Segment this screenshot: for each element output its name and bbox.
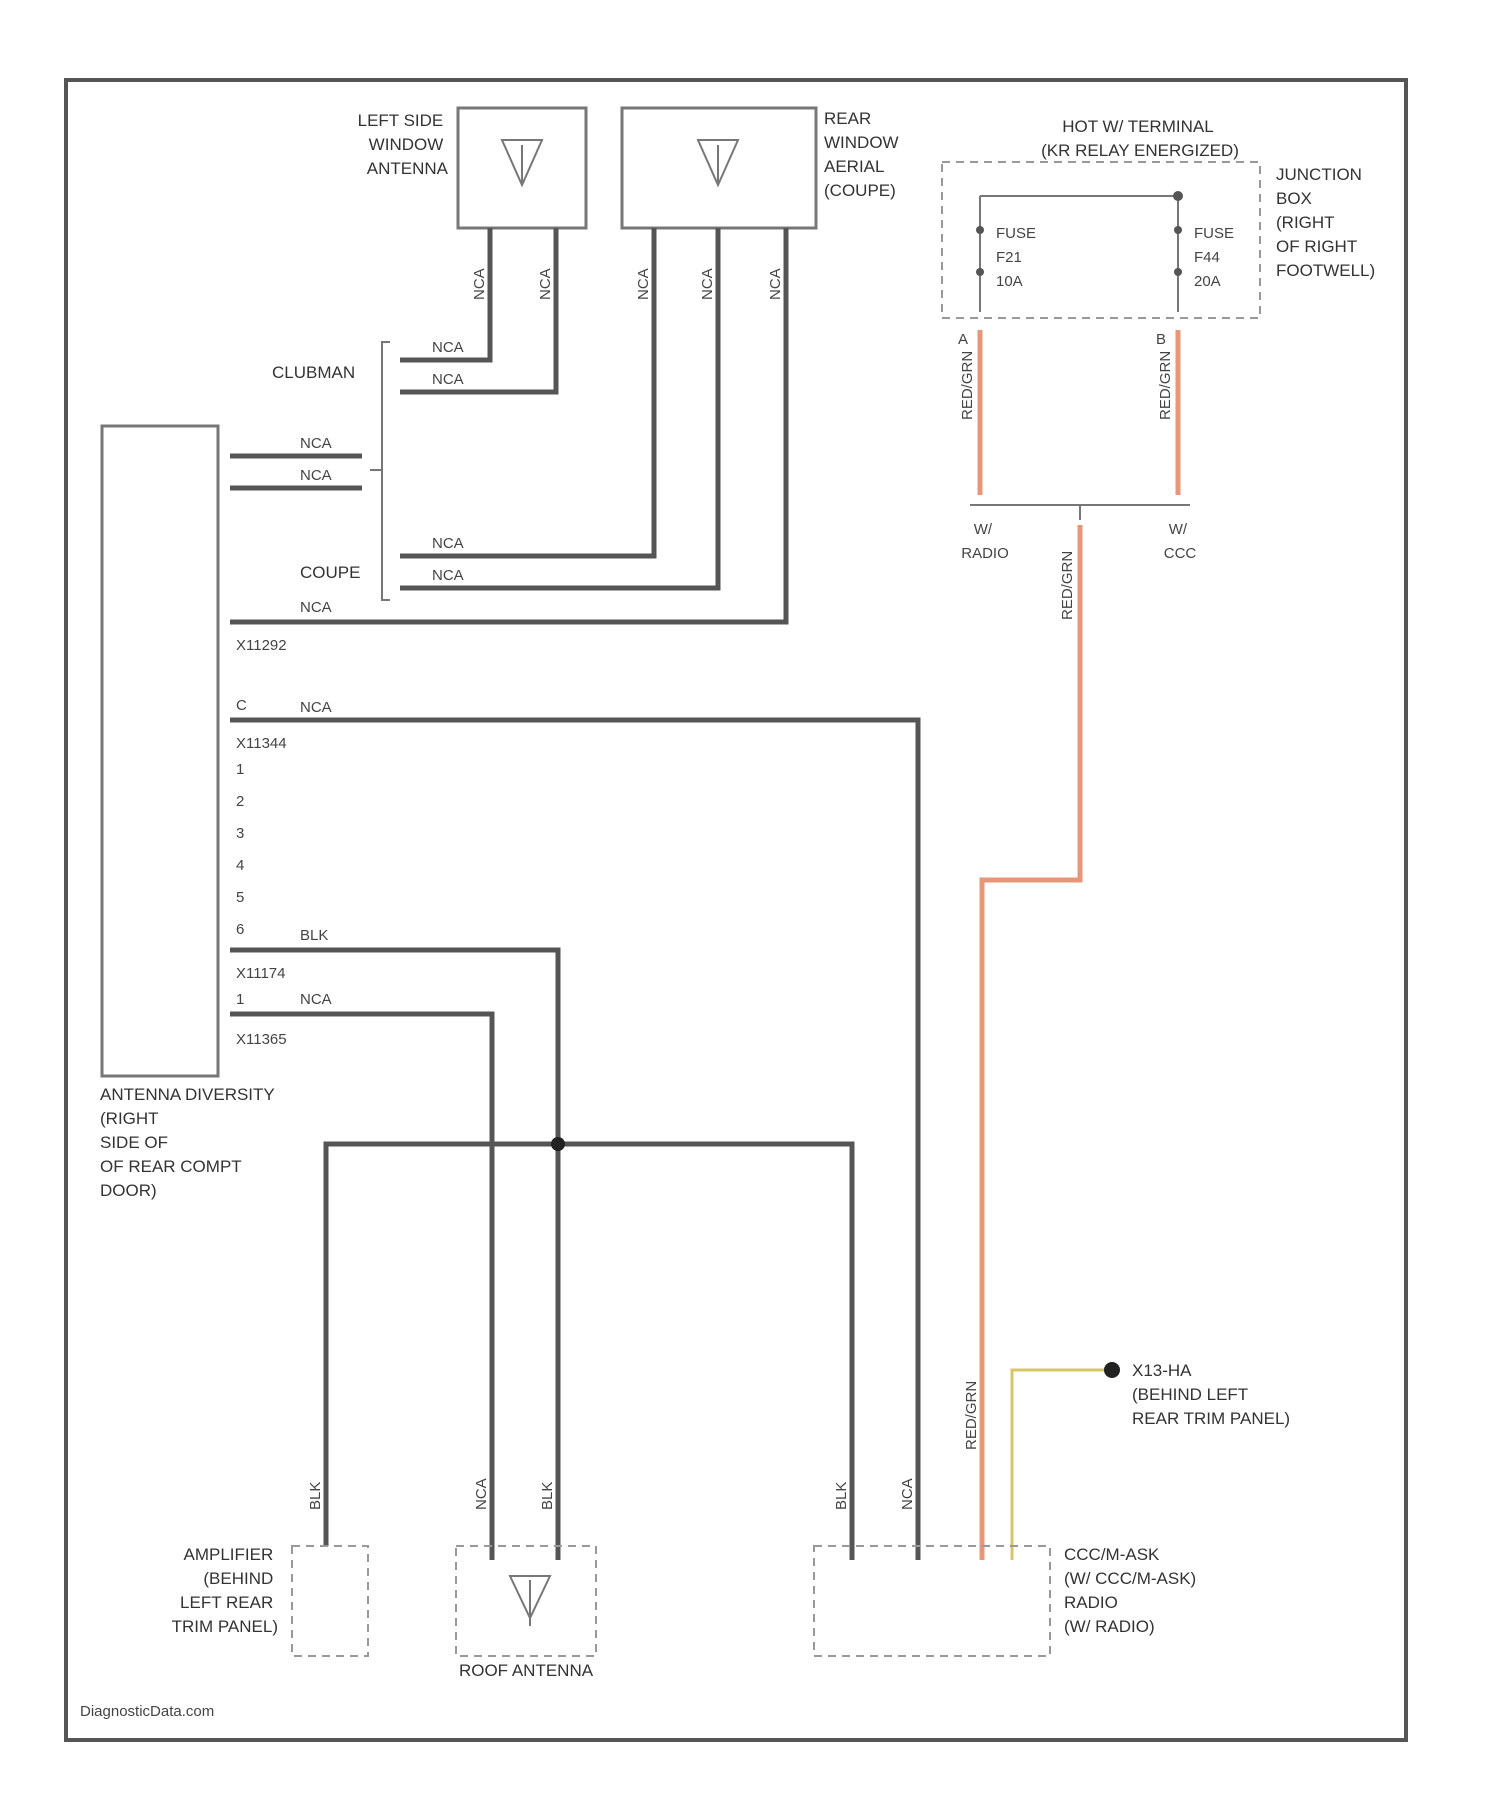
coupe-label: COUPE <box>300 563 360 582</box>
wire-color-label: NCA <box>432 535 464 552</box>
wire-color-label: BLK <box>300 927 328 944</box>
splice-dot <box>551 1137 565 1151</box>
amplifier-label: AMPLIFIER (BEHIND LEFT REAR TRIM PANEL) <box>172 1545 278 1636</box>
connector-label: X11344 <box>236 735 287 752</box>
antenna-diversity-module <box>102 426 218 1076</box>
radio-box <box>814 1546 1050 1656</box>
wire-color-label: NCA <box>473 1478 490 1510</box>
pin-label: C <box>236 697 247 714</box>
wire-color-label: NCA <box>300 599 332 616</box>
splice-dot <box>1173 191 1183 201</box>
option-bracket <box>382 342 390 600</box>
fuse-f44-label: FUSE F44 20A <box>1194 225 1238 290</box>
connector-label: X11174 <box>236 965 286 982</box>
fuse-terminal <box>1174 268 1182 276</box>
wire-color-label: RED/GRN <box>963 1381 980 1450</box>
footer-text: DiagnosticData.com <box>80 1703 214 1720</box>
wire-nca <box>230 720 918 1560</box>
antenna-icon <box>698 140 738 185</box>
hot-terminal-label: HOT W/ TERMINAL (KR RELAY ENERGIZED) <box>1041 117 1239 160</box>
pin-label: B <box>1156 331 1166 348</box>
wire-color-label: NCA <box>471 268 488 300</box>
wire-color-label: RED/GRN <box>1157 351 1174 420</box>
pin-label: 1 <box>236 761 244 778</box>
wire-color-label: NCA <box>537 268 554 300</box>
connector-label: X11292 <box>236 637 287 654</box>
diagram-frame <box>66 80 1406 1740</box>
ground-label: X13-HA (BEHIND LEFT REAR TRIM PANEL) <box>1132 1361 1290 1428</box>
antenna-diversity-label: ANTENNA DIVERSITY (RIGHT SIDE OF OF REAR… <box>100 1085 279 1200</box>
rear-window-aerial-label: REAR WINDOW AERIAL (COUPE) <box>824 109 903 200</box>
wire-nca <box>400 228 718 588</box>
wire-red-grn-radio-feed <box>982 525 1080 1560</box>
pin-label: 4 <box>236 857 244 874</box>
pin-label: 5 <box>236 889 244 906</box>
left-side-antenna-label: LEFT SIDE WINDOW ANTENNA <box>358 111 449 178</box>
wire-color-label: NCA <box>432 371 464 388</box>
roof-antenna-label: ROOF ANTENNA <box>459 1661 594 1680</box>
fuse-terminal <box>976 268 984 276</box>
wire-color-label: NCA <box>432 567 464 584</box>
junction-box-label: JUNCTION BOX (RIGHT OF RIGHT FOOTWELL) <box>1276 165 1375 280</box>
wire-color-label: RED/GRN <box>959 351 976 420</box>
wire-color-label: NCA <box>699 268 716 300</box>
wire-color-label: NCA <box>300 699 332 716</box>
wire-color-label: NCA <box>432 339 464 356</box>
roof-antenna-box <box>456 1546 596 1656</box>
wire-color-label: BLK <box>307 1482 324 1510</box>
wire-color-label: NCA <box>767 268 784 300</box>
wire-color-label: BLK <box>833 1482 850 1510</box>
wire-color-label: RED/GRN <box>1059 551 1076 620</box>
amplifier-box <box>292 1546 368 1656</box>
wire-blk-ground <box>326 1144 852 1560</box>
antenna-icon <box>502 140 542 185</box>
radio-label: CCC/M-ASK (W/ CCC/M-ASK) RADIO (W/ RADIO… <box>1064 1545 1201 1636</box>
wire-color-label: NCA <box>300 991 332 1008</box>
antenna-icon <box>510 1576 550 1626</box>
wire-color-label: NCA <box>300 435 332 452</box>
option-bracket <box>970 505 1190 520</box>
w-ccc-label: W/ CCC <box>1164 521 1197 562</box>
pin-label: 2 <box>236 793 244 810</box>
wire-ground <box>1012 1370 1112 1560</box>
fuse-terminal <box>976 226 984 234</box>
ground-point <box>1104 1362 1120 1378</box>
wire-color-label: BLK <box>539 1482 556 1510</box>
wire-color-label: NCA <box>635 268 652 300</box>
clubman-label: CLUBMAN <box>272 363 355 382</box>
connector-label: X11365 <box>236 1031 287 1048</box>
pin-label: 6 <box>236 921 244 938</box>
fuse-f21-label: FUSE F21 10A <box>996 225 1040 290</box>
wire-color-label: NCA <box>300 467 332 484</box>
wire-nca <box>400 228 556 392</box>
fuse-terminal <box>1174 226 1182 234</box>
pin-label: 1 <box>236 991 244 1008</box>
wire-color-label: NCA <box>899 1478 916 1510</box>
pin-label: 3 <box>236 825 244 842</box>
w-radio-label: W/ RADIO <box>961 521 1009 562</box>
pin-label: A <box>958 331 968 348</box>
